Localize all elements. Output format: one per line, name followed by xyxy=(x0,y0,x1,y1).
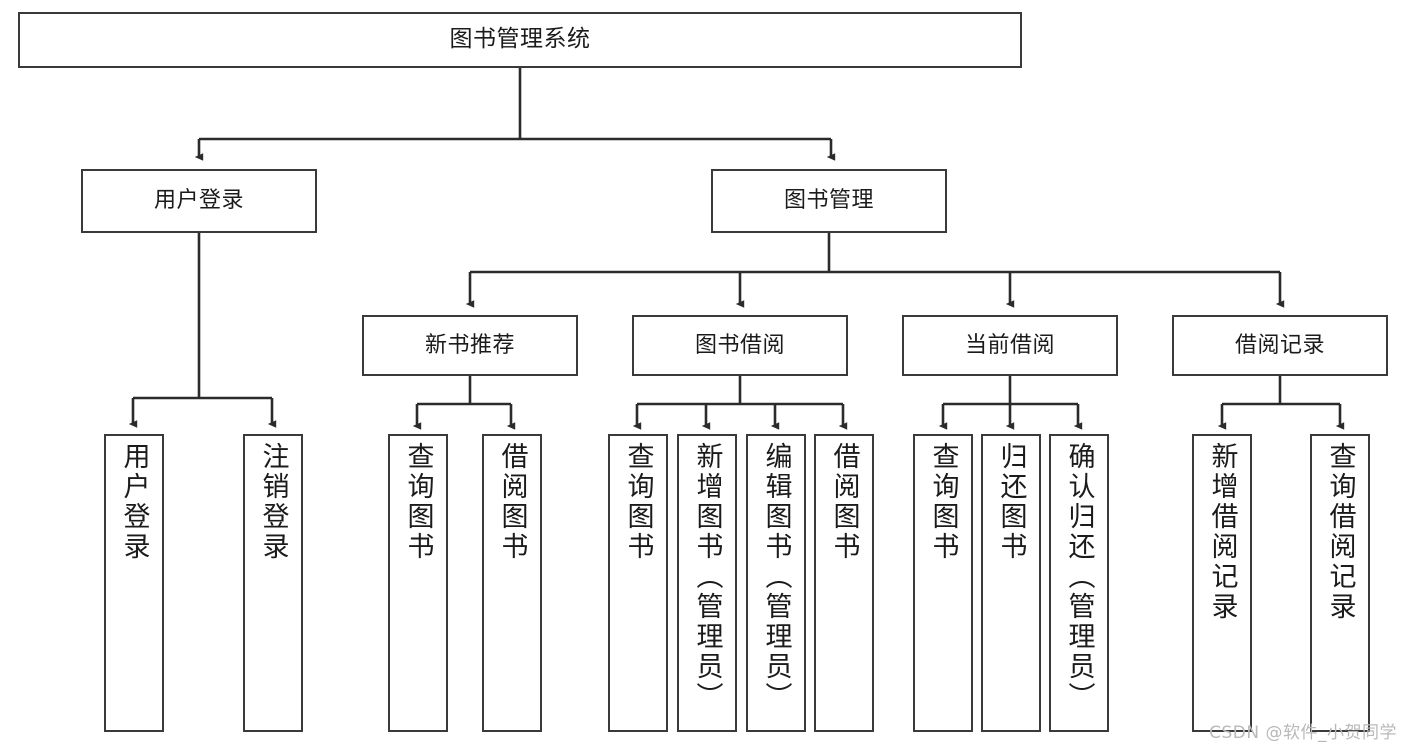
node-book-borrow[interactable]: 图书借阅 xyxy=(632,315,848,376)
node-label: 新增图书（管理员） xyxy=(691,442,723,712)
node-label: 用户登录 xyxy=(153,188,244,214)
node-label: 借阅记录 xyxy=(1234,332,1325,358)
node-label: 查询图书 xyxy=(402,442,434,562)
node-label: 用户登录 xyxy=(118,442,150,562)
node-label: 查询借阅记录 xyxy=(1324,442,1356,622)
node-label: 图书管理 xyxy=(783,188,874,214)
leaf-return-book[interactable]: 归还图书 xyxy=(981,434,1041,732)
node-label: 图书管理系统 xyxy=(449,26,591,53)
leaf-borrow-book-recommendation[interactable]: 借阅图书 xyxy=(482,434,542,732)
node-user-login[interactable]: 用户登录 xyxy=(81,169,317,233)
node-label: 新增借阅记录 xyxy=(1206,442,1238,622)
node-label: 归还图书 xyxy=(995,442,1027,562)
node-current-borrow[interactable]: 当前借阅 xyxy=(902,315,1118,376)
csdn-watermark: CSDN @软件_小贺同学 xyxy=(1209,723,1397,743)
node-label: 查询图书 xyxy=(622,442,654,562)
node-label: 查询图书 xyxy=(927,442,959,562)
leaf-confirm-return-admin[interactable]: 确认归还（管理员） xyxy=(1049,434,1109,732)
node-label: 新书推荐 xyxy=(424,332,515,358)
node-label: 确认归还（管理员） xyxy=(1063,442,1095,712)
leaf-query-book-borrow[interactable]: 查询图书 xyxy=(608,434,668,732)
node-label: 借阅图书 xyxy=(496,442,528,562)
leaf-logout[interactable]: 注销登录 xyxy=(243,434,303,732)
leaf-user-login[interactable]: 用户登录 xyxy=(104,434,164,732)
node-borrow-record[interactable]: 借阅记录 xyxy=(1172,315,1388,376)
node-new-book-recommendation[interactable]: 新书推荐 xyxy=(362,315,578,376)
node-label: 图书借阅 xyxy=(694,332,785,358)
leaf-add-book-admin[interactable]: 新增图书（管理员） xyxy=(677,434,737,732)
leaf-query-book-current[interactable]: 查询图书 xyxy=(913,434,973,732)
node-label: 注销登录 xyxy=(257,442,289,562)
leaf-add-borrow-record[interactable]: 新增借阅记录 xyxy=(1192,434,1252,732)
node-label: 当前借阅 xyxy=(964,332,1055,358)
leaf-query-book-recommendation[interactable]: 查询图书 xyxy=(388,434,448,732)
node-label: 编辑图书（管理员） xyxy=(760,442,792,712)
leaf-query-borrow-record[interactable]: 查询借阅记录 xyxy=(1310,434,1370,732)
leaf-borrow-book[interactable]: 借阅图书 xyxy=(814,434,874,732)
node-root-book-management-system[interactable]: 图书管理系统 xyxy=(18,12,1022,68)
node-label: 借阅图书 xyxy=(828,442,860,562)
node-book-manage[interactable]: 图书管理 xyxy=(711,169,947,233)
leaf-edit-book-admin[interactable]: 编辑图书（管理员） xyxy=(746,434,806,732)
